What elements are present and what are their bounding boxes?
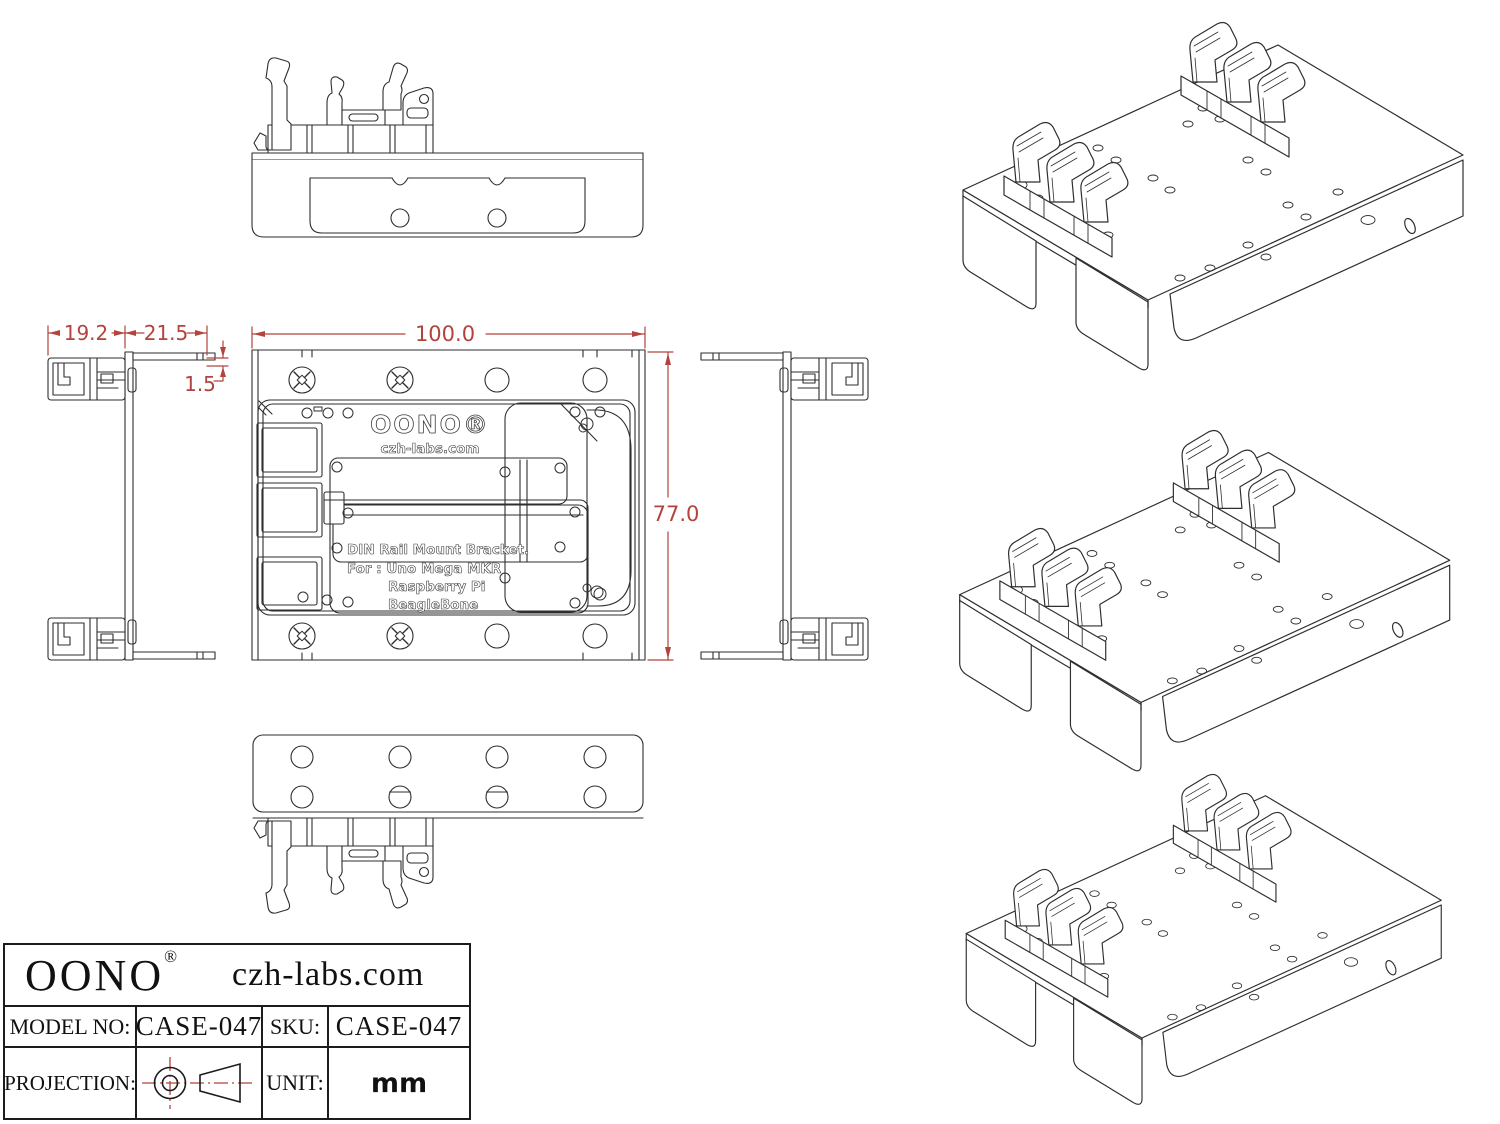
website-text: czh-labs.com [232,956,425,993]
projection-symbol-icon [142,1057,254,1109]
engraving-brand: OONO® [370,410,490,439]
brand-logo: OONO® [25,946,181,1000]
dim-overall-width: 100.0 [415,322,475,346]
left-side-view [47,351,216,661]
isometric-view-2 [960,430,1450,770]
unit-label: UNIT: [263,1048,329,1118]
sku-label: SKU: [263,1007,329,1046]
engraving-website: czh-labs.com [381,441,480,457]
isometric-view-3 [966,774,1441,1104]
title-block-model-row: MODEL NO: CASE-047 SKU: CASE-047 [5,1007,469,1048]
projection-label: PROJECTION: [5,1048,137,1118]
dimensions: 100.0 77.0 19.2 21.5 1.5 [47,321,700,661]
right-side-view [700,351,869,661]
projection-symbol [137,1048,263,1118]
unit-value: mm [370,1067,428,1099]
model-value: CASE-047 [137,1007,263,1046]
title-block-header: OONO® czh-labs.com [5,945,469,1007]
engraving-line4: BeagleBone [388,597,478,613]
sku-value: CASE-047 [335,1011,463,1041]
title-block-projection-row: PROJECTION: UNIT: mm [5,1048,469,1118]
dim-clip-width: 19.2 [64,321,109,345]
front-view [251,57,644,238]
bottom-view [252,734,644,914]
top-view: OONO® czh-labs.com DIN Rail Mount Bracke… [251,349,646,661]
model-label: MODEL NO: [5,1007,137,1046]
engraving-line1: DIN Rail Mount Bracket. [347,542,529,558]
dim-plate-thickness: 1.5 [184,372,216,396]
engraving-line2: For : Uno Mega MKR [347,561,502,577]
isometric-view-1 [963,23,1463,370]
engraving-line3: Raspberry Pi [388,579,485,595]
registered-mark: ® [164,946,181,966]
dim-overall-height: 77.0 [653,502,700,526]
dim-channel-depth: 21.5 [144,321,189,345]
title-block: OONO® czh-labs.com MODEL NO: CASE-047 SK… [3,943,471,1120]
